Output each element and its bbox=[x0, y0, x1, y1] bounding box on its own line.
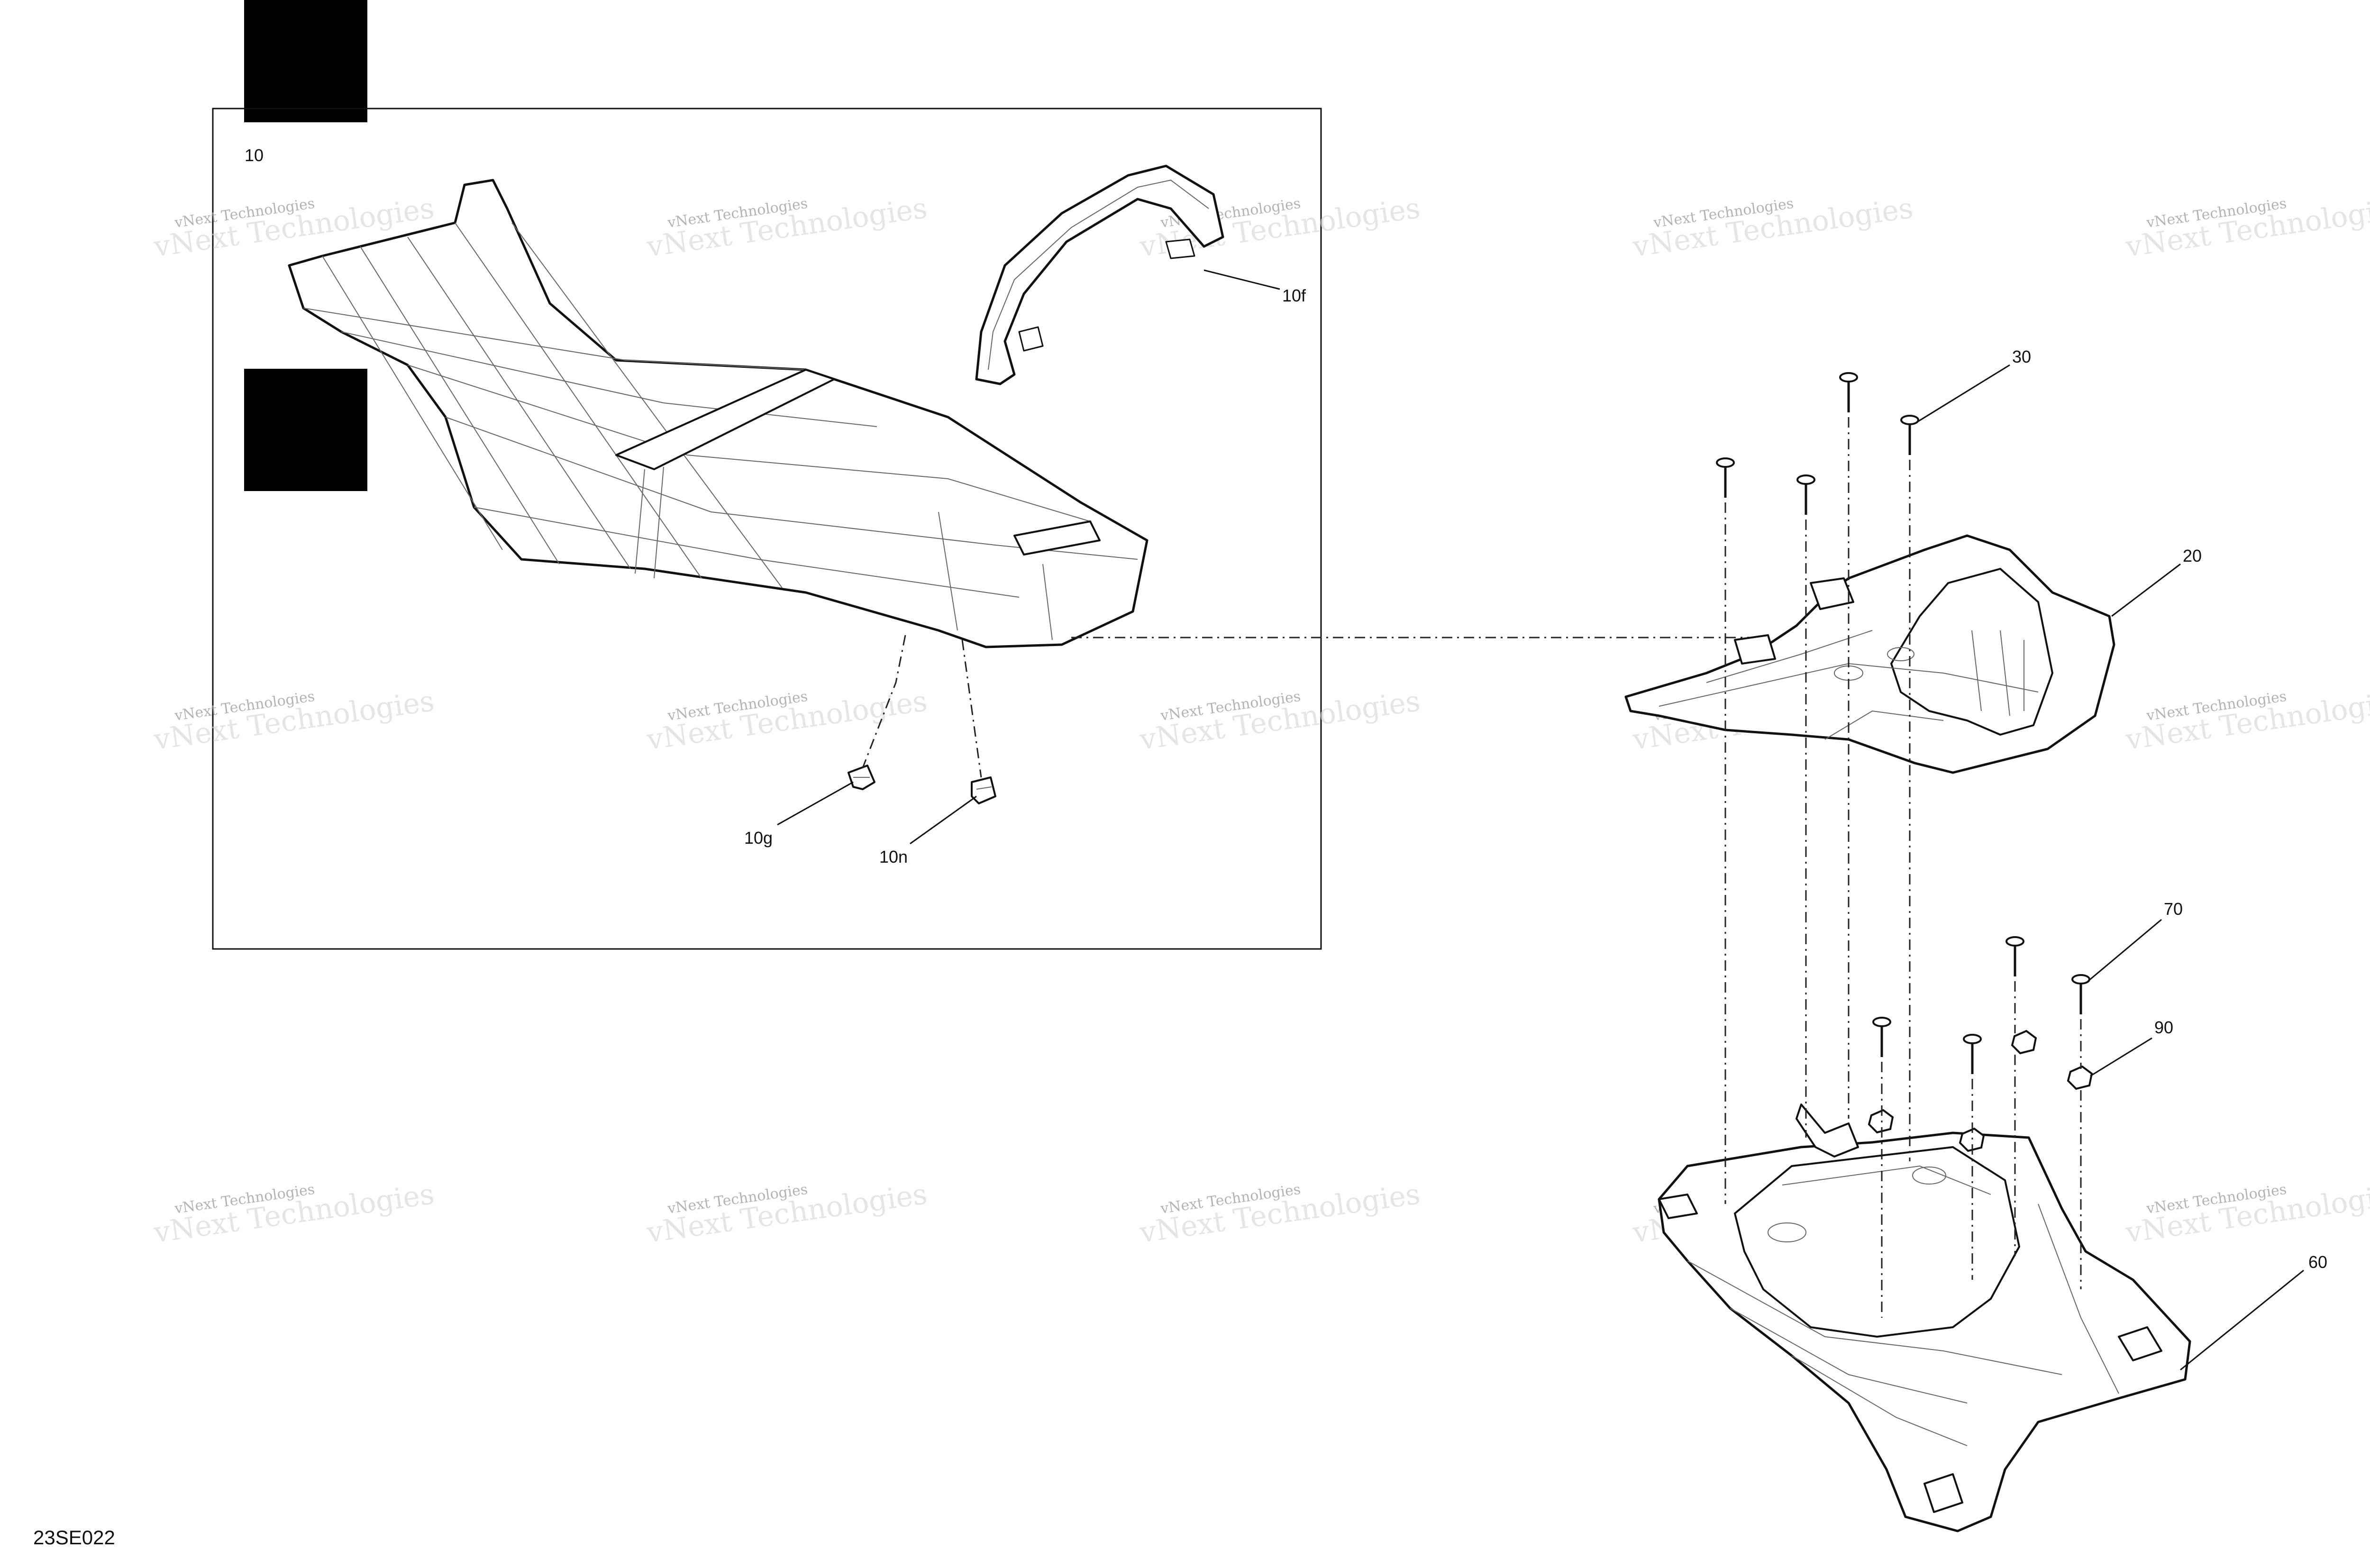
leader-line-70 bbox=[2087, 919, 2162, 982]
leader-line-10g bbox=[777, 781, 854, 826]
document-id: 23SE022 bbox=[33, 1526, 115, 1549]
watermark: vNext Technologies vNext Technologies bbox=[151, 684, 436, 757]
nut-90-a bbox=[2011, 1030, 2037, 1055]
callout-90: 90 bbox=[2154, 1018, 2173, 1037]
leader-line-90 bbox=[2090, 1037, 2152, 1077]
clip-10n-drawing bbox=[971, 776, 996, 804]
screw-70-a bbox=[2005, 936, 2024, 976]
callout-10: 10 bbox=[245, 146, 264, 165]
leader-line-20 bbox=[2111, 563, 2181, 617]
clip-10g-drawing bbox=[848, 765, 875, 790]
callout-60: 60 bbox=[2308, 1252, 2327, 1272]
nut-90-c bbox=[1868, 1109, 1894, 1134]
watermark: vNext Technologies vNext Technologies bbox=[2123, 1177, 2370, 1249]
watermark: vNext Technologies vNext Technologies bbox=[151, 1177, 436, 1249]
rear-frame-drawing bbox=[1658, 1103, 2191, 1532]
watermark: vNext Technologies vNext Technologies bbox=[644, 684, 929, 757]
callout-10g: 10g bbox=[744, 828, 773, 848]
strap-drawing bbox=[975, 164, 1224, 385]
watermark: vNext Technologies vNext Technologies bbox=[1137, 1177, 1422, 1249]
alignment-line bbox=[961, 639, 982, 778]
watermark: vNext Technologies vNext Technologies bbox=[2123, 684, 2370, 757]
seat-assembly-frame bbox=[212, 108, 1322, 950]
seat-drawing bbox=[288, 179, 1149, 648]
watermark: vNext Technologies vNext Technologies bbox=[2123, 191, 2370, 264]
screw-70-d bbox=[1963, 1034, 1982, 1074]
nut-90-d bbox=[1959, 1127, 1985, 1152]
black-tab-top bbox=[244, 0, 367, 122]
leader-line-30 bbox=[1917, 364, 2010, 423]
watermark: vNext Technologies vNext Technologies bbox=[1137, 684, 1422, 757]
screw-30-c bbox=[1716, 457, 1735, 498]
callout-10n: 10n bbox=[879, 847, 908, 866]
screw-30-d bbox=[1796, 474, 1815, 515]
leader-line-10n bbox=[910, 795, 977, 845]
screw-70-c bbox=[1872, 1017, 1891, 1057]
leader-line-10f bbox=[1203, 269, 1280, 290]
callout-10f: 10f bbox=[1282, 286, 1306, 305]
leader-line-60 bbox=[2180, 1269, 2304, 1371]
callout-30: 30 bbox=[2012, 347, 2031, 366]
watermark: vNext Technologies vNext Technologies bbox=[644, 191, 929, 264]
callout-20: 20 bbox=[2183, 546, 2202, 565]
watermark: vNext Technologies vNext Technologies bbox=[1630, 191, 1915, 264]
screw-70-b bbox=[2071, 974, 2090, 1014]
watermark: vNext Technologies vNext Technologies bbox=[644, 1177, 929, 1249]
callout-70: 70 bbox=[2164, 899, 2183, 919]
grab-handle-drawing bbox=[1624, 534, 2115, 774]
screw-30-a bbox=[1839, 372, 1858, 412]
black-tab-middle bbox=[244, 369, 367, 491]
alignment-line bbox=[862, 635, 906, 768]
screw-30-b bbox=[1900, 415, 1919, 455]
nut-90-b bbox=[2067, 1065, 2093, 1090]
